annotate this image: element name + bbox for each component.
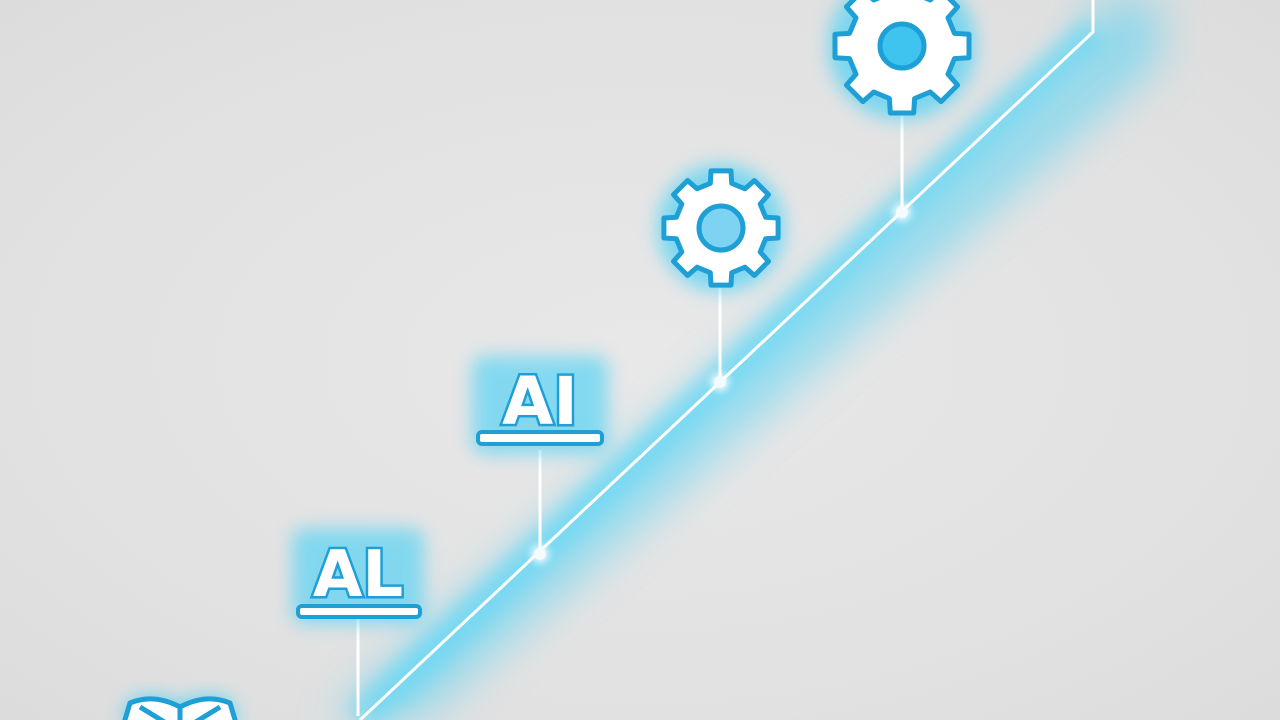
gear-hub xyxy=(877,21,927,71)
ai-badge: AI xyxy=(472,356,608,454)
book-icon xyxy=(122,695,238,720)
al-badge: AL xyxy=(292,528,424,624)
al-badge-underline xyxy=(296,604,422,619)
ai-badge-underline xyxy=(476,430,604,446)
ai-badge-label: AI xyxy=(502,363,578,440)
gear-hub xyxy=(696,203,746,253)
timeline-line xyxy=(358,0,1095,720)
connector-ai xyxy=(531,450,549,563)
gear-icon xyxy=(657,164,785,292)
gear-icon xyxy=(828,0,976,120)
connector-gear-2 xyxy=(893,114,911,221)
al-badge-label: AL xyxy=(313,538,403,612)
connector-gear-1 xyxy=(711,284,729,391)
timeline-connectors xyxy=(353,114,911,716)
